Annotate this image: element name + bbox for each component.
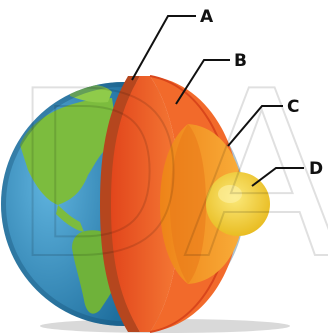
label-c: C	[287, 97, 299, 117]
label-b: B	[234, 51, 247, 71]
watermark-text: DA	[10, 43, 328, 310]
land-north-america	[20, 98, 118, 205]
inner-core-highlight	[218, 185, 242, 203]
leader-line-d	[251, 167, 304, 187]
label-a: A	[200, 7, 214, 27]
label-d: D	[309, 159, 323, 179]
crust-layer	[100, 76, 140, 332]
outer-core-shade	[170, 124, 206, 284]
mantle-layer	[111, 76, 180, 332]
land-central-america	[56, 205, 84, 232]
leader-line-a	[131, 15, 196, 81]
leader-line-c	[227, 105, 283, 147]
leader-line-b	[175, 59, 230, 105]
